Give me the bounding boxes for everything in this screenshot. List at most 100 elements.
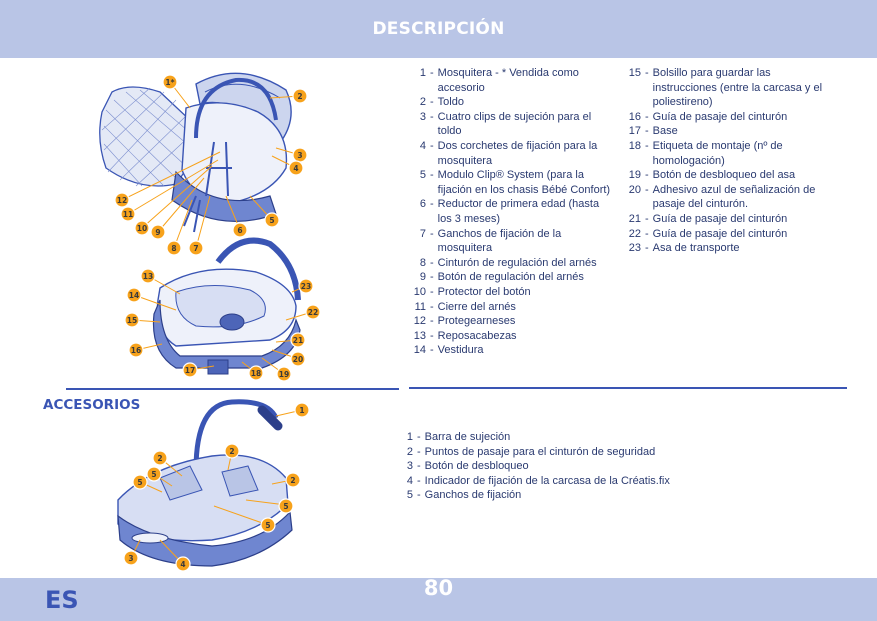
page-title: DESCRIPCIÓN xyxy=(372,19,505,39)
callout-14: 14 xyxy=(126,287,142,303)
list-item: 2-Puntos de pasaje para el cinturón de s… xyxy=(406,445,656,458)
list-item: 3-Botón de desbloqueo xyxy=(406,460,529,473)
callout-base-1: 1 xyxy=(294,402,310,418)
callout-7: 7 xyxy=(188,240,204,256)
svg-text:4: 4 xyxy=(293,164,298,173)
callout-base-5d: 5 xyxy=(260,517,276,533)
svg-text:16: 16 xyxy=(131,346,141,355)
accessories-list: 1-Barra de sujeción 2-Puntos de pasaje p… xyxy=(399,430,839,503)
callout-20: 20 xyxy=(290,351,306,367)
callout-16: 16 xyxy=(128,342,144,358)
callout-5: 5 xyxy=(264,212,280,228)
accessories-heading: ACCESORIOS xyxy=(43,397,141,413)
list-item: 11-Cierre del arnés xyxy=(414,300,516,313)
list-item: 3-Cuatro clips de sujeción para el toldo xyxy=(419,110,592,138)
callout-8: 8 xyxy=(166,240,182,256)
callout-23: 23 xyxy=(298,278,314,294)
seat-underside-illustration: 13 14 15 16 17 18 19 20 21 22 23 xyxy=(124,237,321,382)
svg-text:22: 22 xyxy=(308,308,318,317)
svg-text:3: 3 xyxy=(297,151,302,160)
callout-9: 9 xyxy=(150,224,166,240)
callout-15: 15 xyxy=(124,312,140,328)
callout-2: 2 xyxy=(292,88,308,104)
svg-text:20: 20 xyxy=(293,355,303,364)
callout-base-3: 3 xyxy=(123,550,139,566)
section-divider-right xyxy=(409,387,847,389)
svg-text:2: 2 xyxy=(229,447,234,456)
language-tag: ES xyxy=(45,586,79,614)
list-item: 10-Protector del botón xyxy=(413,285,531,298)
list-item: 16-Guía de pasaje del cinturón xyxy=(628,110,788,123)
header-band xyxy=(0,0,877,58)
list-item: 12-Protegearneses xyxy=(413,315,516,328)
description-list-column-2: 15-Bolsillo para guardar las instruccion… xyxy=(617,66,827,256)
callout-base-2c: 2 xyxy=(285,472,301,488)
callout-21: 21 xyxy=(290,332,306,348)
list-item: 5-Ganchos de fijación xyxy=(406,489,522,502)
list-item: 2-Toldo xyxy=(419,96,464,109)
svg-text:17: 17 xyxy=(185,366,195,375)
list-item: 20-Adhesivo azul de señalización de pasa… xyxy=(628,183,816,211)
svg-text:10: 10 xyxy=(137,224,147,233)
svg-text:23: 23 xyxy=(301,282,311,291)
callout-12: 12 xyxy=(114,192,130,208)
svg-text:5: 5 xyxy=(137,478,142,487)
svg-text:2: 2 xyxy=(290,476,295,485)
svg-text:11: 11 xyxy=(123,210,133,219)
list-item: 23-Asa de transporte xyxy=(628,242,740,255)
list-item: 9-Botón de regulación del arnés xyxy=(419,271,584,284)
svg-text:3: 3 xyxy=(128,554,133,563)
callout-19: 19 xyxy=(276,366,292,382)
list-item: 1-Barra de sujeción xyxy=(406,431,511,443)
page-number: 80 xyxy=(423,576,454,600)
svg-text:7: 7 xyxy=(193,244,198,253)
callout-11: 11 xyxy=(120,206,136,222)
svg-text:2: 2 xyxy=(157,454,162,463)
callout-base-5a: 5 xyxy=(146,466,162,482)
callout-13: 13 xyxy=(140,268,156,284)
list-item: 22-Guía de pasaje del cinturón xyxy=(628,227,788,240)
svg-text:5: 5 xyxy=(283,502,288,511)
list-item: 13-Reposacabezas xyxy=(413,329,517,342)
list-item: 18-Etiqueta de montaje (nº de homologaci… xyxy=(628,139,783,167)
svg-text:14: 14 xyxy=(129,291,139,300)
callout-base-5b: 5 xyxy=(132,474,148,490)
svg-text:13: 13 xyxy=(143,272,153,281)
callout-4: 4 xyxy=(288,160,304,176)
callout-6: 6 xyxy=(232,222,248,238)
svg-text:2: 2 xyxy=(297,92,302,101)
svg-text:21: 21 xyxy=(293,336,303,345)
callout-base-2a: 2 xyxy=(152,450,168,466)
svg-text:5: 5 xyxy=(269,216,274,225)
list-item: 21-Guía de pasaje del cinturón xyxy=(628,212,788,225)
list-item: 4-Indicador de fijación de la carcasa de… xyxy=(406,474,670,487)
description-list-column-1: 1-Mosquitera - * Vendida como accesorio … xyxy=(402,66,612,358)
list-item: 14-Vestidura xyxy=(413,344,484,357)
list-item: 7-Ganchos de fijación de la mosquitera xyxy=(419,227,562,255)
footer-band xyxy=(0,578,877,621)
callout-1-star: 1* xyxy=(162,74,178,90)
svg-text:6: 6 xyxy=(237,226,242,235)
section-divider-left xyxy=(66,388,399,390)
list-item: 8-Cinturón de regulación del arnés xyxy=(419,256,597,269)
callout-18: 18 xyxy=(248,365,264,381)
svg-text:4: 4 xyxy=(180,560,185,569)
seat-with-canopy-illustration: 1* 2 3 4 5 6 7 8 9 10 11 12 xyxy=(99,72,308,256)
list-item: 19-Botón de desbloqueo del asa xyxy=(628,169,796,182)
list-item: 5-Modulo Clip® System (para la fijación … xyxy=(419,169,611,196)
callout-base-4: 4 xyxy=(175,556,191,572)
svg-text:15: 15 xyxy=(127,316,137,325)
svg-text:1: 1 xyxy=(299,406,304,415)
svg-text:12: 12 xyxy=(117,196,127,205)
base-accessory-illustration: 1 2 2 2 5 5 5 5 3 4 xyxy=(117,399,310,572)
callout-base-5c: 5 xyxy=(278,498,294,514)
list-item: 15-Bolsillo para guardar las instruccion… xyxy=(628,67,823,109)
svg-text:19: 19 xyxy=(279,370,289,379)
callout-22: 22 xyxy=(305,304,321,320)
list-item: 6-Reductor de primera edad (hasta los 3 … xyxy=(419,198,600,225)
list-item: 1-Mosquitera - * Vendida como accesorio xyxy=(419,67,579,94)
svg-text:8: 8 xyxy=(171,244,176,253)
callout-base-2b: 2 xyxy=(224,443,240,459)
svg-text:5: 5 xyxy=(151,470,156,479)
list-item: 4-Dos corchetes de fijación para la mosq… xyxy=(419,139,598,167)
